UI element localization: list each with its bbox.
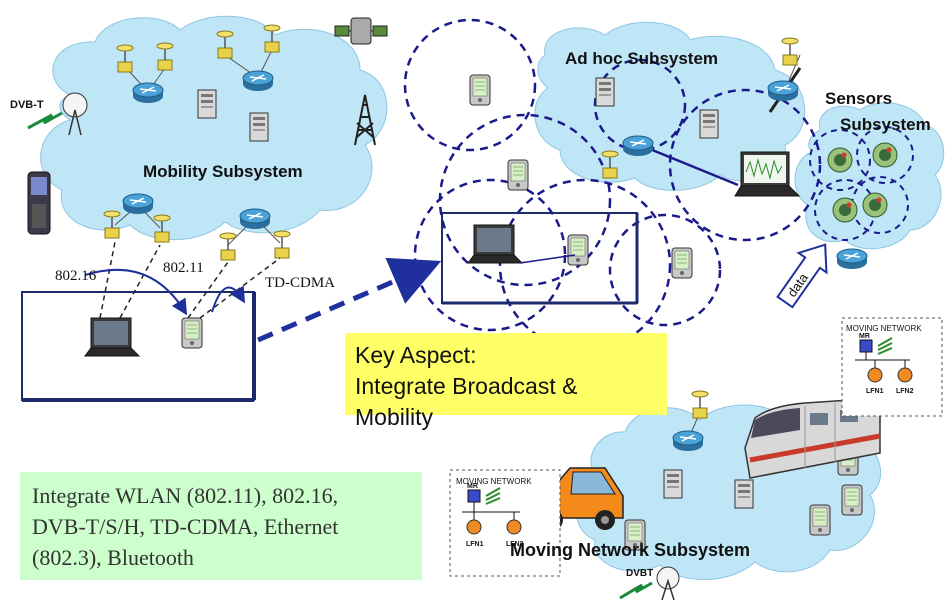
coverage-circle <box>668 88 822 242</box>
antenna-icon <box>273 230 291 259</box>
pda-icon <box>841 484 863 516</box>
server-icon <box>663 469 683 499</box>
moving-network-devices <box>534 390 881 600</box>
technologies-line: (802.3), Bluetooth <box>32 545 194 570</box>
router-icon <box>132 82 164 104</box>
antenna-icon <box>219 232 237 261</box>
handover-arrow <box>257 257 442 343</box>
sensors-subsystem-label-line2: Subsystem <box>840 115 931 134</box>
mobile-router-label: MR <box>859 333 870 340</box>
satellite-icon <box>334 17 388 45</box>
coverage-circle <box>608 213 722 327</box>
technologies-note: Integrate WLAN (802.11), 802.16, DVB-T/S… <box>20 472 422 580</box>
router-icon <box>122 193 154 215</box>
dvbt-bottom-label: DVBT <box>626 568 653 579</box>
pda-icon <box>567 234 589 266</box>
wireless-signal-icon <box>619 581 653 600</box>
coverage-circles <box>403 18 822 352</box>
router-icon <box>836 248 868 270</box>
pda-icon <box>671 247 693 279</box>
moving-network-title: MOVING NETWORK <box>846 324 922 333</box>
technologies-line: Integrate WLAN (802.11), 802.16, <box>32 483 339 508</box>
cell-tower-icon <box>354 94 376 146</box>
pda-icon <box>181 317 203 349</box>
sensor-node-icon <box>872 142 898 168</box>
lfn1-label: LFN1 <box>866 388 884 395</box>
server-icon <box>595 77 615 107</box>
key-aspect-title: Key Aspect: <box>355 342 477 368</box>
router-icon <box>239 208 271 230</box>
dvbt-label: DVB-T <box>10 99 44 111</box>
mobile-phone-icon <box>27 171 51 235</box>
router-icon <box>672 430 704 452</box>
router-icon <box>242 70 274 92</box>
dvbt-antenna-icon <box>62 92 88 136</box>
dvbt-antenna-icon <box>656 566 680 600</box>
key-aspect-callout: Key Aspect: Integrate Broadcast & Mobili… <box>345 333 667 430</box>
wireless-signal-icon <box>27 111 63 130</box>
link-label-80211: 802.11 <box>163 260 204 276</box>
sensor-node-icon <box>862 192 888 218</box>
lfn2-label: LFN2 <box>896 388 914 395</box>
sensors-subsystem-label-line1: Sensors <box>825 89 892 108</box>
pda-icon <box>469 74 491 106</box>
moving-network-title: MOVING NETWORK <box>456 477 532 486</box>
server-icon <box>734 479 754 509</box>
pda-icon <box>809 504 831 536</box>
pda-icon <box>507 159 529 191</box>
lfn1-label: LFN1 <box>466 541 484 548</box>
technologies-line: DVB-T/S/H, TD-CDMA, Ethernet <box>32 514 339 539</box>
mobility-subsystem-label: Mobility Subsystem <box>143 162 303 181</box>
link-arrow-80211 <box>211 285 246 313</box>
adhoc-subsystem-label: Ad hoc Subsystem <box>565 49 718 68</box>
server-icon <box>249 112 269 142</box>
data-arrow <box>776 243 828 309</box>
sensor-node-icon <box>827 147 853 173</box>
mobile-terminal-box <box>21 291 255 401</box>
laptop-icon <box>734 151 801 197</box>
antenna-icon <box>691 390 709 419</box>
coverage-circle <box>413 178 567 332</box>
server-icon <box>197 89 217 119</box>
mobile-router-label: MR <box>467 483 478 490</box>
moving-network-subsystem-label: Moving Network Subsystem <box>510 540 750 560</box>
train-icon <box>744 397 881 479</box>
mobility-devices <box>27 17 388 261</box>
link-arrow-80216 <box>84 268 188 316</box>
moving-network-box-left <box>449 469 561 577</box>
adhoc-devices <box>469 37 802 279</box>
key-aspect-text: Integrate Broadcast & Mobility <box>355 373 578 430</box>
moving-network-box-right <box>841 317 943 417</box>
sensors-cloud <box>794 102 945 250</box>
link-label-80216: 802.16 <box>55 268 97 284</box>
router-icon <box>622 135 654 157</box>
laptop-icon <box>467 224 523 264</box>
server-icon <box>699 109 719 139</box>
antenna-icon <box>781 37 799 66</box>
lfn2-label: LFN2 <box>506 541 524 548</box>
router-icon <box>767 80 799 102</box>
laptop-icon <box>84 317 140 357</box>
sensor-node-icon <box>832 197 858 223</box>
coverage-circle <box>403 18 537 152</box>
link-label-tdcdma: TD-CDMA <box>265 275 335 291</box>
mobility-cloud <box>40 15 388 241</box>
